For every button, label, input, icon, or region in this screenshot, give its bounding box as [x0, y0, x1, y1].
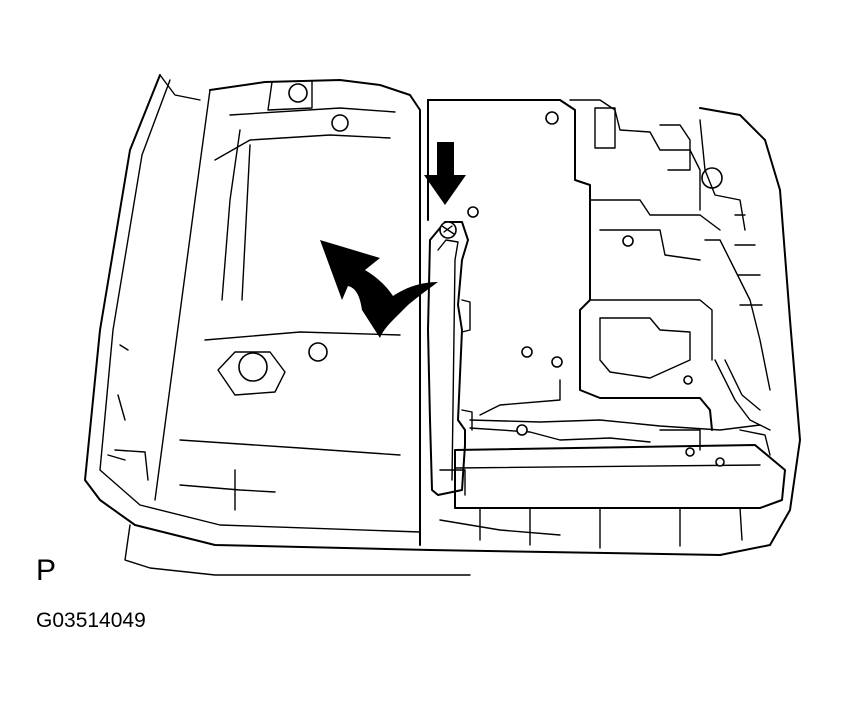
removal-direction-arrow-icon	[320, 240, 438, 338]
left-cover-panel	[107, 79, 421, 546]
terminal-block	[439, 429, 786, 549]
view-label: P	[36, 554, 57, 587]
wire-harness	[469, 359, 771, 443]
base-plate	[427, 99, 771, 431]
bracket-screw	[439, 221, 457, 239]
housing-outline	[84, 74, 801, 576]
down-arrow-icon	[424, 142, 466, 205]
removable-bracket	[427, 221, 473, 496]
figure-code: G03514049	[36, 609, 146, 632]
